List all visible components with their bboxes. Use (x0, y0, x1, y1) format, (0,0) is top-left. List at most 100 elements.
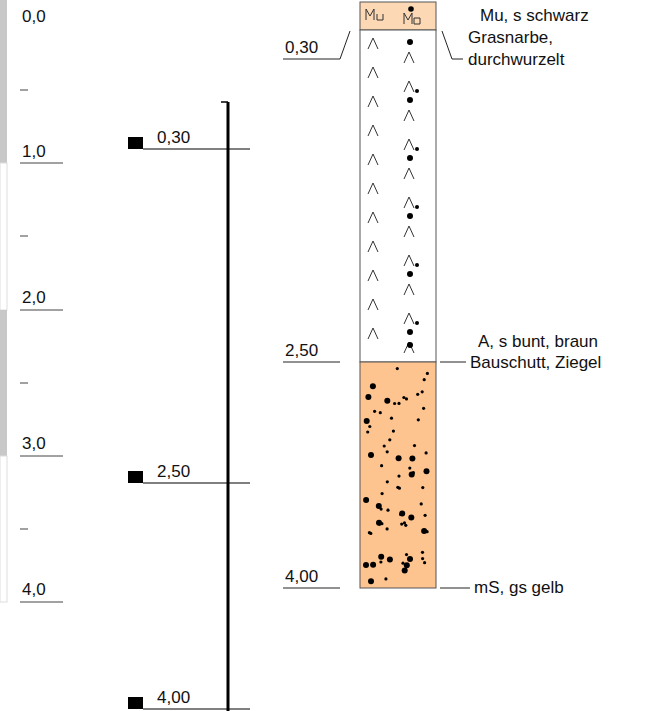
fill-symbol (404, 110, 414, 121)
grain-dot (370, 562, 376, 568)
grain-dot (384, 577, 387, 580)
fill-symbol (368, 270, 378, 281)
grain-dot (403, 521, 406, 524)
grain-dot (383, 444, 386, 447)
topsoil-symbol (366, 9, 383, 20)
grain-dot (409, 472, 415, 478)
grain-dot (407, 155, 413, 161)
grain-dot (415, 321, 419, 325)
grain-dot (422, 407, 425, 410)
layer-depth: 4,00 (285, 567, 318, 586)
layer-description: Bauschutt, Ziegel (470, 353, 601, 372)
grain-dot (416, 393, 419, 396)
fill-symbol (404, 255, 414, 266)
grain-dot (363, 562, 369, 568)
sample-marker (128, 137, 143, 149)
fill-symbol (404, 52, 414, 63)
grain-dot (420, 502, 423, 505)
grain-dot (380, 508, 383, 511)
grain-dot (423, 561, 426, 564)
grain-dot (413, 444, 416, 447)
scale-bar-segment (0, 163, 7, 310)
grain-dot (380, 464, 383, 467)
grain-dot (421, 557, 424, 560)
grain-dot (407, 329, 413, 335)
grain-dot (386, 527, 389, 530)
grain-dot (368, 452, 374, 458)
grain-dot (398, 487, 401, 490)
grain-dot (407, 271, 413, 277)
layer-depth: 2,50 (285, 341, 318, 360)
grain-dot (405, 553, 408, 556)
scale-label: 4,0 (22, 580, 46, 599)
layer-description: Mu, s schwarz (480, 6, 589, 25)
grain-dot (426, 372, 429, 375)
grain-dot (381, 492, 384, 495)
grain-dot (415, 263, 419, 267)
grain-dot (407, 39, 413, 45)
fill-symbol (404, 226, 414, 237)
grain-dot (424, 468, 430, 474)
grain-dot (384, 398, 390, 404)
fill-symbol (404, 168, 414, 179)
fill-symbol (368, 154, 378, 165)
grain-dot (386, 480, 389, 483)
grain-dot (365, 394, 371, 400)
fill-symbol (404, 81, 414, 92)
grain-dot (407, 213, 413, 219)
grain-dot (421, 486, 424, 489)
scale-label: 3,0 (22, 434, 46, 453)
grain-dot (370, 383, 376, 389)
fill-symbol (368, 299, 378, 310)
sample-depth: 4,00 (157, 688, 190, 707)
scale-label: 0,0 (22, 7, 46, 26)
layer-fill (360, 30, 436, 362)
scale-label: 1,0 (22, 142, 46, 161)
sample-depth: 0,30 (157, 128, 190, 147)
grain-dot (407, 97, 413, 103)
sample-marker (128, 697, 143, 709)
grain-dot (415, 89, 419, 93)
scale-bar-segment (0, 456, 7, 602)
leader-lines (283, 31, 470, 588)
grain-dot (421, 390, 424, 393)
grain-dot (404, 562, 410, 568)
grain-dot (408, 467, 411, 470)
grain-dot (415, 147, 419, 151)
grain-dot (397, 402, 400, 405)
fill-symbol (404, 284, 414, 295)
fill-symbol (368, 328, 378, 339)
fill-symbol (368, 38, 378, 49)
fill-symbol (404, 197, 414, 208)
grain-dot (392, 430, 395, 433)
fill-symbol (404, 342, 414, 353)
grain-dot (402, 396, 405, 399)
fill-symbol (368, 67, 378, 78)
grain-dot (386, 509, 389, 512)
grain-dot (386, 450, 389, 453)
fill-symbol (368, 96, 378, 107)
grain-dot (425, 451, 428, 454)
layer-description: mS, gs gelb (474, 578, 564, 597)
grain-dot (378, 554, 384, 560)
grain-dot (407, 342, 413, 348)
scale-bar-segment (0, 310, 7, 456)
grain-dot (363, 497, 369, 503)
sample-marker (128, 471, 143, 483)
grain-dot (407, 556, 413, 562)
scale-label: 2,0 (22, 288, 46, 307)
topsoil-symbol (404, 13, 420, 24)
grain-dot (379, 560, 382, 563)
scale-ticks (20, 90, 63, 602)
fill-symbol (404, 313, 414, 324)
grain-dot (376, 520, 382, 526)
grain-dot (424, 514, 427, 517)
grain-dot (396, 367, 399, 370)
layer-description: Grasnarbe, (468, 28, 553, 47)
grain-dot (366, 430, 369, 433)
grain-dot (397, 475, 400, 478)
fill-symbol (368, 183, 378, 194)
sample-column (143, 102, 250, 711)
grain-dot (399, 510, 405, 516)
scale-bar-segment (0, 0, 7, 163)
